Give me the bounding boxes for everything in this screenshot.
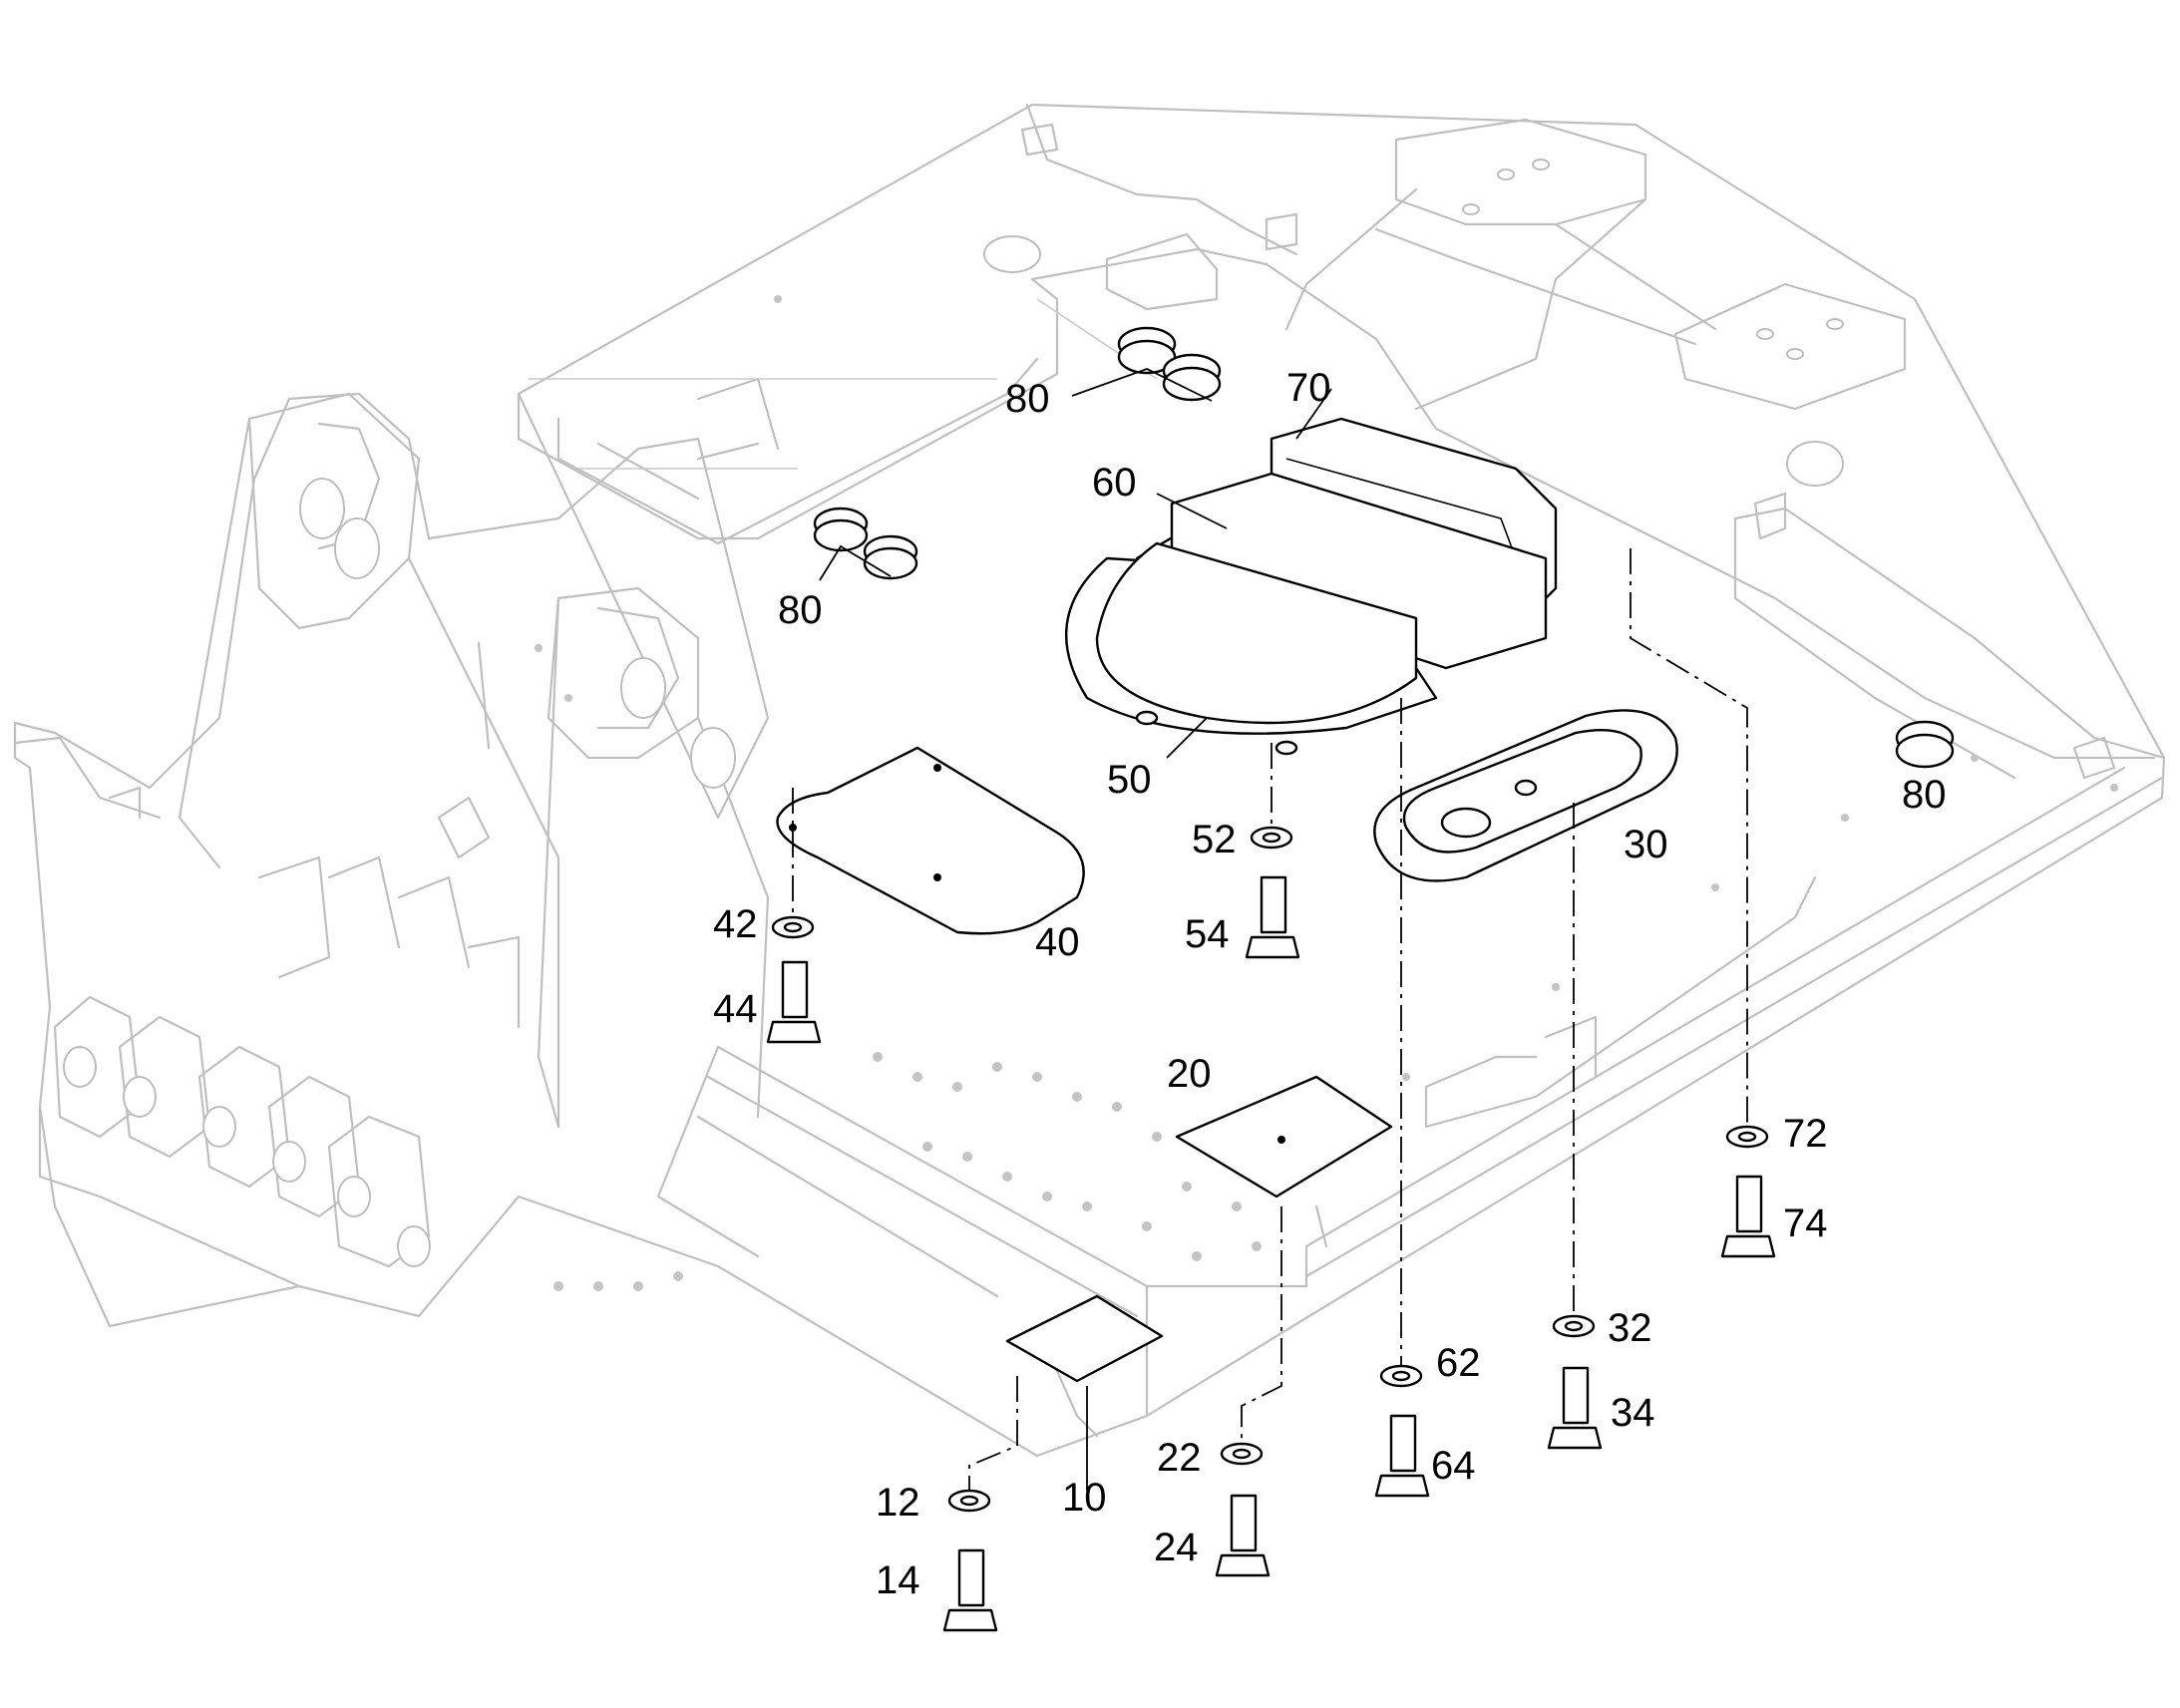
callout-50: 50	[1107, 758, 1152, 802]
callout-labels: 80 70 60 80 50 80 30 52 54 40 42 44 20 7…	[713, 366, 1947, 1602]
callout-20: 20	[1167, 1052, 1212, 1096]
frame-bores	[63, 159, 1844, 1267]
bolt-14[interactable]	[942, 1548, 998, 1632]
callout-72: 72	[1783, 1112, 1828, 1156]
washer-72[interactable]	[1725, 1125, 1769, 1149]
cover-plate-50[interactable]	[1064, 541, 1438, 756]
callout-40: 40	[1035, 920, 1080, 964]
callout-12: 12	[876, 1481, 920, 1525]
callout-32: 32	[1608, 1306, 1652, 1350]
callout-80-right: 80	[1902, 773, 1947, 817]
callout-44: 44	[713, 987, 758, 1031]
bolt-34[interactable]	[1547, 1366, 1603, 1450]
washer-62[interactable]	[1379, 1364, 1423, 1388]
grommet-80-right[interactable]	[1895, 720, 1955, 769]
callout-22: 22	[1157, 1436, 1202, 1480]
callout-42: 42	[713, 902, 758, 946]
callout-74: 74	[1783, 1201, 1828, 1245]
callout-52: 52	[1192, 818, 1237, 861]
washer-52[interactable]	[1250, 826, 1293, 850]
callout-10: 10	[1062, 1476, 1107, 1520]
callout-80-left: 80	[778, 588, 823, 632]
washer-22[interactable]	[1220, 1442, 1264, 1466]
callout-62: 62	[1436, 1341, 1481, 1385]
callout-34: 34	[1611, 1391, 1655, 1435]
washer-32[interactable]	[1552, 1314, 1596, 1338]
callout-60: 60	[1092, 461, 1137, 505]
callout-leaders	[819, 368, 1332, 1491]
bolt-24[interactable]	[1215, 1494, 1271, 1577]
callout-24: 24	[1154, 1526, 1199, 1569]
cover-plate-10[interactable]	[1005, 1294, 1164, 1383]
cover-plate-30[interactable]	[1373, 709, 1678, 882]
upper-frame-background	[13, 103, 2166, 1458]
cover-plate-40[interactable]	[776, 746, 1085, 935]
bolt-64[interactable]	[1374, 1414, 1430, 1498]
callout-30: 30	[1624, 823, 1668, 866]
bolt-74[interactable]	[1720, 1175, 1776, 1258]
callout-70: 70	[1286, 366, 1331, 410]
assembly-center-lines	[792, 548, 1748, 1491]
washer-42[interactable]	[771, 915, 815, 939]
washer-12[interactable]	[947, 1489, 991, 1513]
grommets-80-left[interactable]	[813, 507, 918, 580]
bolt-54[interactable]	[1245, 875, 1300, 959]
cover-plate-20[interactable]	[1175, 1075, 1393, 1198]
callout-64: 64	[1431, 1444, 1476, 1488]
grommets-80-top[interactable]	[1117, 326, 1222, 402]
bolt-44[interactable]	[766, 960, 822, 1044]
callout-54: 54	[1185, 912, 1230, 956]
callout-80-top: 80	[1005, 377, 1050, 421]
callout-14: 14	[876, 1558, 920, 1602]
